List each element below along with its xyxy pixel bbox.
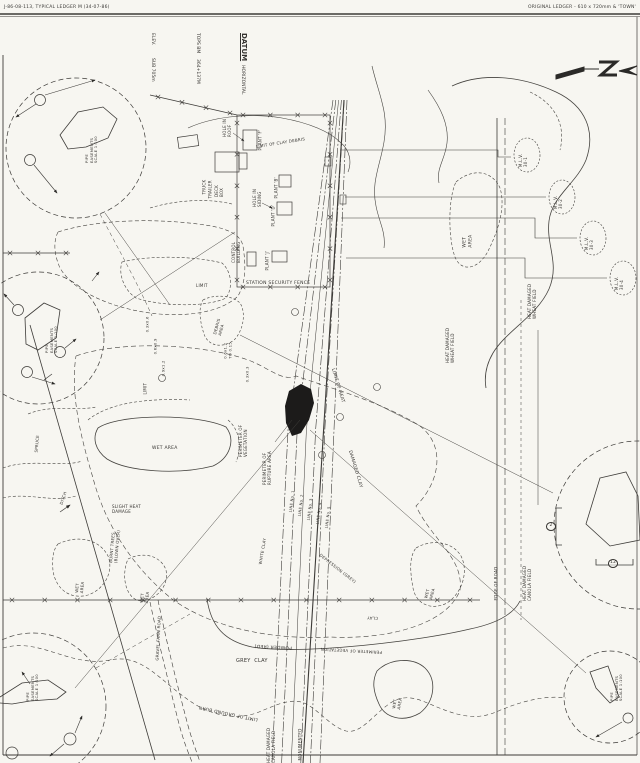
- mlv-3-label: M.L.V. 30-3: [584, 236, 594, 250]
- hole-in-roof-label: HOLE IN ROOF: [222, 118, 232, 137]
- debris-dim-2: 0.6x0.9: [152, 338, 158, 355]
- pipe-easements-c2: PIPE EASEMENTS SCALE 1:100: [43, 326, 59, 354]
- perimeter-vegetation-v: PERIMETER OF VEGETATION: [238, 424, 248, 457]
- debris-dim-5: 0.3x0.3: [244, 366, 250, 383]
- sheet-header-left: J-86-08-113, TYPICAL LEDGER M (34-07-86): [4, 5, 110, 10]
- fence-x-marks: [7, 94, 473, 603]
- mlv-callouts: [340, 137, 637, 296]
- control-building-label: CONTROL BUILDING: [231, 241, 241, 263]
- heat-damaged-wheat-2: HEAT DAMAGED WHEAT FIELD: [445, 327, 455, 363]
- plant-b-label: PLANT 'B': [273, 177, 279, 199]
- heat-damaged-canola-1: HEAT DAMAGED CANOLA FIELD: [522, 565, 532, 601]
- plant-j-label: PLANT 'J': [264, 250, 270, 271]
- detail-circle-callouts: [0, 77, 640, 763]
- debris-dim-4: 0.6x1.2 TO 0.15: [222, 342, 232, 359]
- deck-box-label: DECK BOX: [214, 184, 224, 197]
- wet-area-left-1: WET AREA: [74, 581, 86, 594]
- detail-marker-2: 2: [546, 522, 556, 531]
- perimeter-rupture-label: PERIMETER OF RUPTURE AREA: [262, 451, 272, 485]
- clay-label: CLAY: [366, 615, 379, 621]
- rupture-leader: [274, 419, 293, 443]
- limit-label-2: LIMIT: [142, 382, 148, 395]
- roads: [29, 118, 539, 763]
- pipe-easements-c5: PIPE EASEMENTS SCALE 1:100: [608, 674, 624, 702]
- mlv-2-label: M.L.V. 30-2: [553, 195, 563, 209]
- grey-clay-label: GREY CLAY: [236, 658, 268, 664]
- pipe-easements-c3: PIPE EASEMENTS SCALE 1:100: [24, 674, 40, 702]
- debris-dim-1: 0.3x0.6: [144, 316, 150, 333]
- sheet-border: [0, 13, 640, 756]
- detail-marker-12: 12: [608, 559, 619, 568]
- survey-monuments: [158, 308, 381, 459]
- wet-area-center-label: WET AREA: [152, 446, 178, 451]
- heat-damaged-canola-2: HEAT DAMAGED CANOLA FIELD: [266, 727, 276, 763]
- rupture-area-fill: [285, 384, 314, 436]
- edge-of-road-label: EDGE OF ROAD: [493, 566, 499, 601]
- station-fence-label: STATION SECURITY FENCE: [246, 281, 311, 286]
- mlv-4-label: M.L.V. 30-4: [614, 276, 624, 290]
- wet-area-right-top-label: WET AREA: [462, 234, 473, 248]
- monumented-label: MONUMENTED: [297, 728, 303, 761]
- mlv-1-label: M.L.V. 30-1: [518, 153, 528, 167]
- limit-label-1: LIMIT: [196, 283, 208, 288]
- station-compound: [3, 94, 480, 601]
- hole-in-siding-label: HOLE IN SIDING: [252, 188, 262, 207]
- slight-heat-damage-label: SLIGHT HEAT DAMAGE: [112, 504, 141, 514]
- terrain-contours: [2, 65, 591, 732]
- trailer-label: TRAILER: [207, 180, 213, 199]
- debris-dim-3: 0.9x1.2: [160, 360, 166, 377]
- wet-area-left-2: WET AREA: [139, 591, 151, 604]
- detail-leader-lines: [74, 212, 587, 689]
- heat-damaged-wheat-1: HEAT DAMAGED WHEAT FIELD: [527, 283, 537, 319]
- plant-d-label: PLANT 'D': [270, 204, 276, 227]
- pipe-easements-c1: PIPE EASEMENTS SCALE 1:100: [83, 136, 99, 164]
- north-arrow-icon: [555, 60, 638, 80]
- wet-area-bottom-right-label: WET AREA: [391, 697, 403, 710]
- truck-label: TRUCK: [201, 179, 207, 195]
- sheet-header-right: ORIGINAL LEDGER - 610 x 720mm & 'TOWN': [528, 5, 636, 10]
